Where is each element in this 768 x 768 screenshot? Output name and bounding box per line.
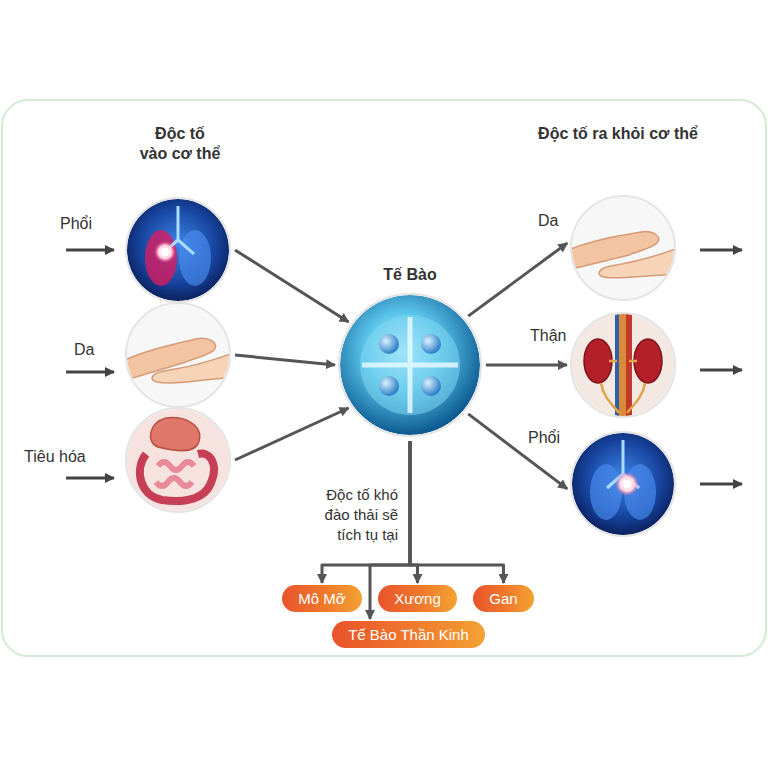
flow-connector	[468, 414, 567, 489]
pill-text: Xương	[394, 590, 441, 608]
flow-arrows	[700, 249, 742, 252]
cell-picture	[379, 376, 399, 396]
kidney-picture	[615, 310, 619, 420]
pill-text: Tế Bào Thần Kinh	[348, 626, 469, 644]
flow-arrows	[66, 371, 114, 374]
lung-picture	[571, 432, 675, 536]
kidney-picture	[601, 361, 645, 413]
flow-connector	[235, 408, 349, 460]
kidney-picture	[634, 339, 662, 383]
lung-picture	[154, 241, 176, 263]
lung-picture	[571, 432, 675, 536]
flow-arrows	[700, 369, 742, 372]
lung-picture	[179, 230, 211, 286]
digestion-picture	[156, 462, 194, 486]
lung-picture	[126, 198, 230, 302]
cell-title: Tế Bào	[383, 265, 436, 285]
edge-note: Độc tố khó đào thải sẽ tích tụ tại	[300, 485, 398, 545]
organ-label: Da	[74, 340, 94, 360]
cell-picture	[421, 376, 441, 396]
lung-picture	[615, 472, 639, 496]
lung-picture	[126, 198, 230, 302]
lung-picture	[161, 248, 169, 256]
organ-circle: Phổi	[570, 431, 676, 537]
kidney-picture	[626, 310, 632, 420]
organ-label: Phổi	[60, 214, 92, 234]
kidney-picture	[584, 339, 612, 383]
flow-arrows	[700, 483, 742, 486]
deposit-pill: Mô Mỡ	[282, 585, 362, 612]
organ-label: Phổi	[528, 428, 560, 448]
cell-picture	[340, 295, 480, 435]
column-heading: Độc tố ra khỏi cơ thể	[538, 124, 698, 144]
organ-circle: Phổi	[125, 197, 231, 303]
flow-connector	[486, 364, 567, 367]
hands-picture	[152, 353, 233, 383]
digestion-picture	[150, 418, 199, 451]
digestion-picture	[140, 454, 214, 501]
flow-connector	[468, 243, 567, 316]
cell-picture	[360, 315, 460, 415]
lung-picture	[623, 480, 631, 488]
hands-picture	[568, 196, 678, 300]
frame-outline	[2, 100, 766, 656]
flow-connector	[235, 355, 335, 365]
kidney-picture	[617, 310, 629, 420]
organ-label: Da	[538, 211, 558, 231]
lung-picture	[590, 464, 622, 520]
cell-picture	[379, 334, 399, 354]
hands-picture	[123, 303, 233, 407]
pill-text: Mô Mỡ	[298, 590, 345, 608]
digestion-picture	[126, 408, 230, 512]
deposit-pill: Xương	[378, 585, 457, 612]
organ-circle: Tiêu hóa	[125, 407, 231, 513]
pill-text: Gan	[489, 590, 517, 608]
flow-arrows	[66, 477, 114, 480]
cell-picture	[421, 334, 441, 354]
organ-circle: Da	[125, 302, 231, 408]
cell-picture	[340, 295, 480, 435]
cell-picture	[362, 317, 458, 413]
organ-circle: Thận	[570, 312, 676, 418]
flow-arrows	[66, 249, 114, 252]
digestion-picture	[126, 408, 230, 512]
hands-picture	[599, 248, 678, 278]
lung-picture	[145, 230, 177, 286]
flow-arrows	[66, 250, 742, 484]
organ-label: Tiêu hóa	[24, 447, 86, 467]
kidney-picture	[571, 310, 675, 420]
flow-connector	[235, 250, 349, 322]
column-heading: Độc tố vào cơ thể	[115, 124, 245, 164]
deposit-pill: Gan	[473, 585, 534, 612]
flow-connector	[410, 441, 504, 583]
cell-circle: Tế Bào	[338, 293, 482, 437]
organ-label: Thận	[530, 326, 566, 346]
deposit-pill: Tế Bào Thần Kinh	[332, 621, 485, 648]
organ-circle: Da	[570, 195, 676, 301]
